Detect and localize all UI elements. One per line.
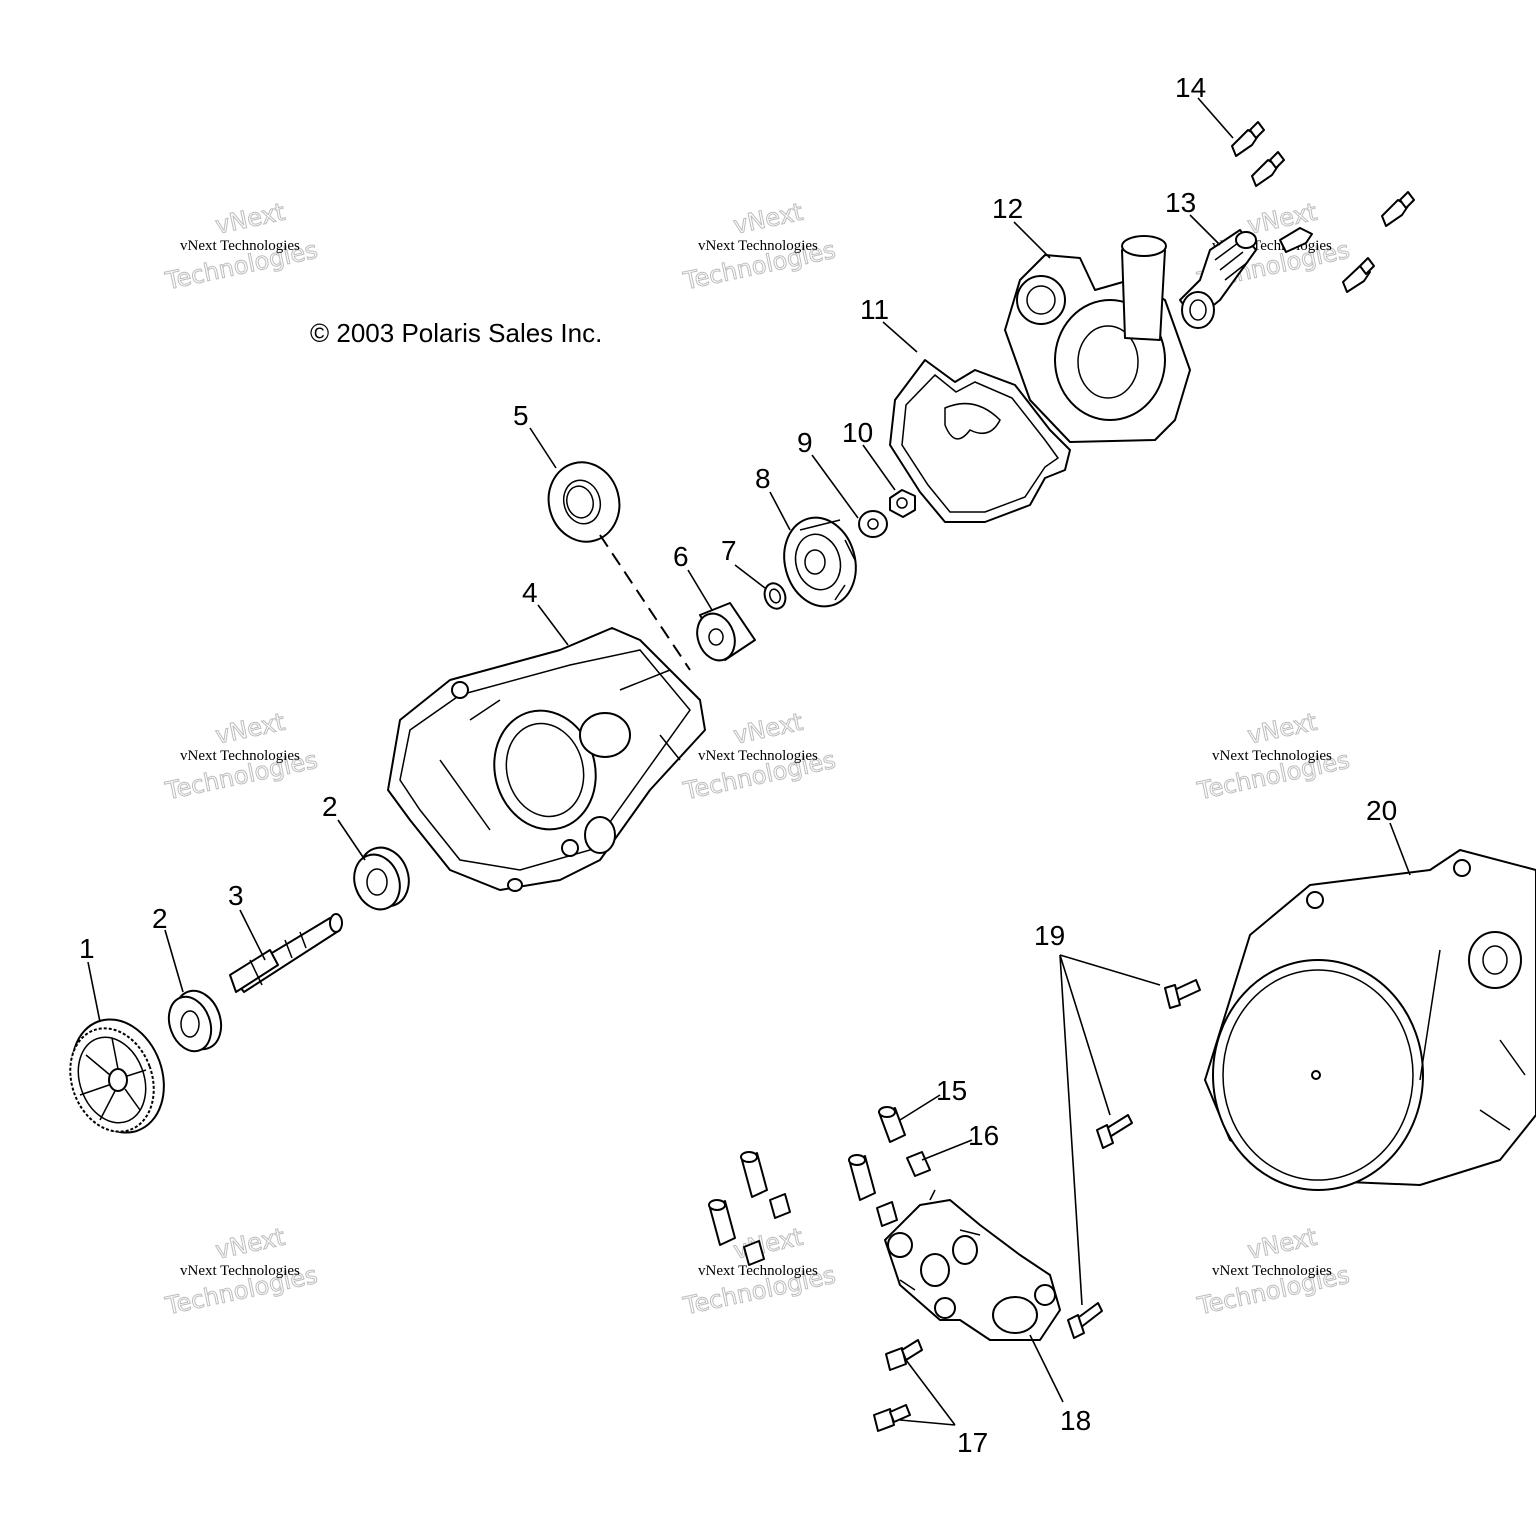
svg-text:vNext: vNext (1245, 708, 1319, 750)
copyright-text: © 2003 Polaris Sales Inc. (310, 318, 602, 348)
part-12-pump-cover (1004, 235, 1191, 443)
callout-6: 6 (673, 541, 689, 572)
callout-11: 11 (860, 294, 889, 325)
callout-19: 19 (1034, 920, 1065, 951)
svg-text:vNext Technologies: vNext Technologies (698, 238, 818, 254)
callout-2-lower: 2 (152, 903, 168, 934)
seal-alignment-line (599, 534, 691, 671)
watermark-bottom-left: vNext Technologies vNext Technologies (162, 1222, 321, 1321)
part-8-impeller (783, 516, 857, 608)
svg-text:vNext: vNext (213, 708, 287, 750)
watermark-top-center: vNext Technologies vNext Technologies (680, 197, 839, 296)
part-6-spacer (696, 602, 756, 662)
callout-labels: 1 2 3 2 4 5 6 7 8 9 10 11 12 13 14 15 16… (79, 72, 1397, 1458)
svg-text:vNext Technologies: vNext Technologies (180, 748, 300, 764)
watermark-bottom-right: vNext Technologies vNext Technologies (1194, 1222, 1353, 1321)
svg-text:vNext: vNext (213, 1223, 287, 1265)
callout-16: 16 (968, 1120, 999, 1151)
callout-17: 17 (957, 1427, 988, 1458)
callout-5: 5 (513, 400, 529, 431)
part-14-bolts (1231, 121, 1415, 293)
part-10-nut (889, 489, 916, 518)
callout-4: 4 (522, 577, 538, 608)
part-20-cover (1204, 849, 1536, 1191)
leader-lines (87, 97, 1411, 1426)
part-13-elbow-fitting (1179, 229, 1257, 329)
watermark-top-left: vNext Technologies vNext Technologies (162, 197, 321, 296)
svg-text:vNext Technologies: vNext Technologies (698, 1263, 818, 1279)
svg-text:vNext Technologies: vNext Technologies (1212, 748, 1332, 764)
callout-1: 1 (79, 933, 95, 964)
callout-9: 9 (797, 427, 813, 458)
callout-2-upper: 2 (322, 791, 338, 822)
callout-12: 12 (992, 193, 1023, 224)
callout-8: 8 (755, 463, 771, 494)
part-18-oil-pump (884, 1189, 1061, 1341)
part-2-bearing-upper (353, 846, 410, 911)
svg-text:vNext: vNext (213, 198, 287, 240)
svg-text:vNext Technologies: vNext Technologies (1212, 1263, 1332, 1279)
part-3-shaft (229, 913, 343, 993)
callout-15: 15 (936, 1075, 967, 1106)
svg-text:vNext: vNext (1245, 1223, 1319, 1265)
svg-text:vNext Technologies: vNext Technologies (698, 748, 818, 764)
callout-10: 10 (842, 417, 873, 448)
callout-7: 7 (721, 535, 737, 566)
watermark-middle-right: vNext Technologies vNext Technologies (1194, 707, 1353, 806)
part-16-caps (743, 1151, 931, 1266)
part-11-gasket (889, 359, 1071, 523)
part-1-gear (69, 1018, 165, 1134)
callout-20: 20 (1366, 795, 1397, 826)
part-9-washer (858, 510, 888, 538)
part-17-bolts (873, 1339, 923, 1432)
part-4-housing (387, 627, 706, 892)
callout-18: 18 (1060, 1405, 1091, 1436)
part-7-o-ring (763, 582, 787, 610)
svg-text:vNext Technologies: vNext Technologies (180, 238, 300, 254)
part-2-bearing-lower (167, 989, 223, 1053)
callout-3: 3 (228, 880, 244, 911)
part-19-bolts (1067, 979, 1201, 1339)
callout-14: 14 (1175, 72, 1206, 103)
svg-text:vNext Technologies: vNext Technologies (180, 1263, 300, 1279)
watermark-middle-left: vNext Technologies vNext Technologies (162, 707, 321, 806)
svg-text:vNext: vNext (731, 198, 805, 240)
part-5-seal (547, 461, 621, 543)
svg-text:vNext: vNext (731, 708, 805, 750)
part-15-dowels (708, 1106, 906, 1246)
watermark-bottom-center: vNext Technologies vNext Technologies (680, 1222, 839, 1321)
svg-text:vNext: vNext (731, 1223, 805, 1265)
callout-13: 13 (1165, 187, 1196, 218)
